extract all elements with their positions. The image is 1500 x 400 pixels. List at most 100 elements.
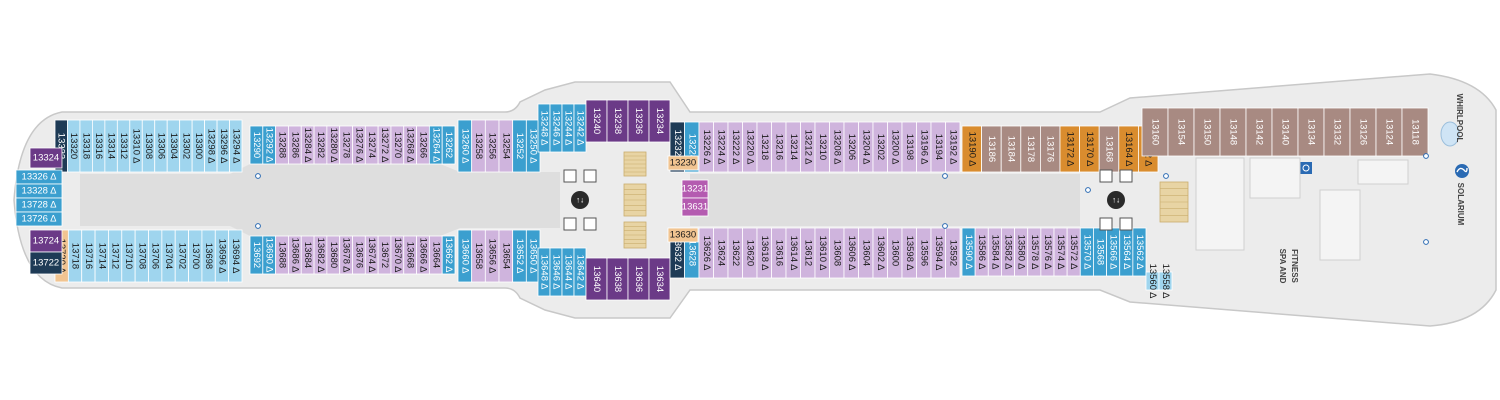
cabin-13244[interactable]: 13244 Δ: [561, 103, 575, 153]
cabin-13642[interactable]: 13642 Δ: [573, 247, 587, 297]
cabin-13302[interactable]: 13302: [179, 119, 193, 173]
cabin-13694[interactable]: 13694 Δ: [228, 229, 243, 283]
cabin-13186[interactable]: 13186: [981, 125, 1002, 173]
cabin-13608[interactable]: 13608: [829, 227, 845, 279]
cabin-13234[interactable]: 13234: [648, 99, 671, 143]
cabin-13154[interactable]: 13154: [1167, 107, 1195, 157]
cabin-13142[interactable]: 13142: [1245, 107, 1273, 157]
cabin-13714[interactable]: 13714: [94, 229, 109, 283]
cabin-13288[interactable]: 13288: [275, 125, 289, 165]
cabin-13638[interactable]: 13638: [606, 257, 629, 301]
cabin-13290[interactable]: 13290: [249, 125, 264, 165]
cabin-13586[interactable]: 13586 Δ: [974, 227, 989, 277]
cabin-13568[interactable]: 13568: [1093, 227, 1107, 277]
cabin-13240[interactable]: 13240: [585, 99, 608, 143]
cabin-13566[interactable]: 13566 Δ: [1106, 227, 1121, 277]
cabin-13562[interactable]: 13562 Δ: [1132, 227, 1147, 277]
cabin-13206[interactable]: 13206: [843, 121, 859, 173]
cabin-13248[interactable]: 13248 Δ: [537, 103, 551, 153]
cabin-13264[interactable]: 13264 Δ: [428, 125, 443, 165]
cabin-13580[interactable]: 13580 Δ: [1014, 227, 1029, 277]
cabin-13596[interactable]: 13596: [916, 227, 932, 279]
cabin-13692[interactable]: 13692: [249, 235, 264, 275]
cabin-13652[interactable]: 13652 Δ: [512, 229, 527, 283]
cabin-13572[interactable]: 13572 Δ: [1066, 227, 1081, 277]
cabin-13296[interactable]: 13296 Δ: [216, 119, 230, 173]
cabin-13688[interactable]: 13688: [275, 235, 289, 275]
cabin-13310[interactable]: 13310 Δ: [129, 119, 143, 173]
cabin-13224[interactable]: 13224 Δ: [713, 121, 729, 173]
cabin-13604[interactable]: 13604: [858, 227, 874, 279]
cabin-13680[interactable]: 13680: [326, 235, 341, 275]
cabin-13700[interactable]: 13700: [188, 229, 203, 283]
cabin-13636[interactable]: 13636: [627, 257, 650, 301]
cabin-13666[interactable]: 13666 Δ: [416, 235, 430, 275]
cabin-13190[interactable]: 13190 Δ: [961, 125, 983, 173]
cabin-13220[interactable]: 13220 Δ: [742, 121, 758, 173]
cabin-13150[interactable]: 13150: [1193, 107, 1221, 157]
cabin-13706[interactable]: 13706: [148, 229, 163, 283]
cabin-13270[interactable]: 13270: [390, 125, 405, 165]
cabin-13618[interactable]: 13618 Δ: [756, 227, 772, 279]
cabin-13324[interactable]: 13324: [29, 147, 63, 169]
cabin-13172[interactable]: 13172 Δ: [1059, 125, 1081, 173]
cabin-13256[interactable]: 13256: [484, 119, 500, 173]
cabin-13622[interactable]: 13622: [727, 227, 743, 279]
cabin-13662[interactable]: 13662 Δ: [441, 235, 456, 275]
cabin-13716[interactable]: 13716: [81, 229, 96, 283]
cabin-13582[interactable]: 13582 Δ: [1001, 227, 1015, 277]
cabin-13620[interactable]: 13620: [742, 227, 758, 279]
cabin-13630[interactable]: 13630: [667, 227, 699, 243]
cabin-13658[interactable]: 13658: [471, 229, 486, 283]
cabin-13126[interactable]: 13126: [1349, 107, 1377, 157]
cabin-13262[interactable]: 13262: [441, 125, 456, 165]
cabin-13718[interactable]: 13718: [67, 229, 83, 283]
cabin-13722[interactable]: 13722: [29, 251, 63, 275]
cabin-13168[interactable]: 13168: [1098, 125, 1120, 173]
cabin-13654[interactable]: 13654: [498, 229, 514, 283]
cabin-13570[interactable]: 13570 Δ: [1079, 227, 1094, 277]
cabin-13194[interactable]: 13194: [930, 121, 946, 173]
cabin-13318[interactable]: 13318: [79, 119, 93, 173]
cabin-13272[interactable]: 13272 Δ: [377, 125, 392, 165]
cabin-13300[interactable]: 13300: [191, 119, 205, 173]
cabin-13634[interactable]: 13634: [648, 257, 671, 301]
cabin-13664[interactable]: 13664: [428, 235, 443, 275]
cabin-13312[interactable]: 13312: [116, 119, 131, 173]
cabin-13196[interactable]: 13196 Δ: [916, 121, 932, 173]
cabin-13690[interactable]: 13690 Δ: [262, 235, 277, 275]
cabin-13646[interactable]: 13646 Δ: [549, 247, 563, 297]
cabin-13626[interactable]: 13626 Δ: [698, 227, 714, 279]
cabin-13308[interactable]: 13308: [141, 119, 156, 173]
cabin-13560[interactable]: 13560 Δ: [1145, 264, 1160, 300]
cabin-13294[interactable]: 13294 Δ: [229, 119, 243, 173]
cabin-13284[interactable]: 13284 Δ: [300, 125, 315, 165]
cabin-13292[interactable]: 13292 Δ: [262, 125, 277, 165]
cabin-13266[interactable]: 13266: [416, 125, 430, 165]
cabin-13704[interactable]: 13704: [161, 229, 176, 283]
cabin-13574[interactable]: 13574 Δ: [1053, 227, 1068, 277]
cabin-13178[interactable]: 13178: [1020, 125, 1041, 173]
cabin-13640[interactable]: 13640: [585, 257, 608, 301]
cabin-13610[interactable]: 13610 Δ: [814, 227, 830, 279]
cabin-13230[interactable]: 13230: [667, 155, 699, 171]
cabin-13600[interactable]: 13600: [887, 227, 903, 279]
cabin-13304[interactable]: 13304: [166, 119, 181, 173]
cabin-13140[interactable]: 13140: [1271, 107, 1299, 157]
cabin-13212[interactable]: 13212 Δ: [800, 121, 816, 173]
cabin-13274[interactable]: 13274: [364, 125, 379, 165]
cabin-13204[interactable]: 13204 Δ: [858, 121, 874, 173]
cabin-13728[interactable]: 13728 Δ: [15, 197, 63, 213]
cabin-13250[interactable]: 13250 Δ: [525, 119, 541, 173]
cabin-13222[interactable]: 13222 Δ: [727, 121, 743, 173]
cabin-13260[interactable]: 13260 Δ: [457, 119, 473, 173]
cabin-13592[interactable]: 13592: [945, 227, 961, 279]
cabin-13314[interactable]: 13314: [104, 119, 118, 173]
cabin-13624[interactable]: 13624: [713, 227, 729, 279]
cabin-13316[interactable]: 13316: [92, 119, 106, 173]
cabin-13702[interactable]: 13702: [174, 229, 189, 283]
cabin-13674[interactable]: 13674 Δ: [364, 235, 379, 275]
cabin-13216[interactable]: 13216: [771, 121, 787, 173]
cabin-13242[interactable]: 13242 Δ: [573, 103, 587, 153]
cabin-13686[interactable]: 13686 Δ: [288, 235, 302, 275]
